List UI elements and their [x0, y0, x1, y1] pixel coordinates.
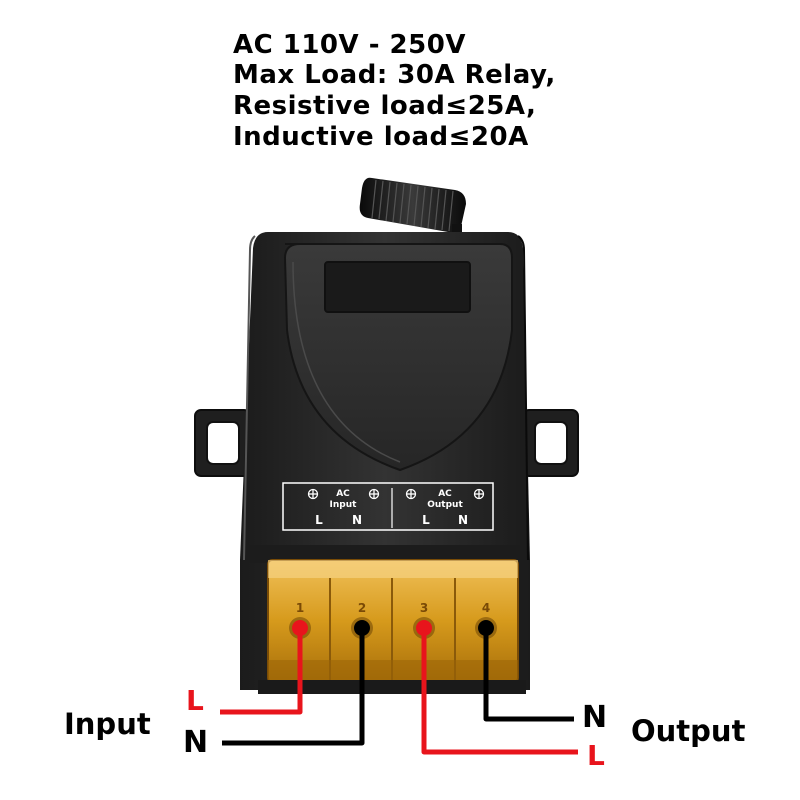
output-l-text: L — [422, 513, 430, 527]
output-live-wire — [416, 620, 578, 755]
spec-max-load: Max Load: 30A Relay, — [233, 60, 556, 90]
input-live-label: L — [186, 684, 204, 717]
input-live-wire — [220, 620, 308, 715]
terminal-number-4: 4 — [482, 601, 490, 615]
output-neutral-label: N — [582, 700, 608, 735]
output-live-label: L — [587, 739, 605, 772]
input-wires-label: Input — [64, 707, 151, 741]
mounting-ear-left — [194, 409, 251, 477]
mounting-ear-right — [522, 409, 579, 477]
spec-resistive-load: Resistive load≤25A, — [233, 91, 537, 121]
housing-base — [258, 680, 526, 694]
terminal-number-3: 3 — [420, 601, 428, 615]
spec-inductive-load: Inductive load≤20A — [233, 122, 529, 152]
terminal-label-panel: AC Input L N AC Output L N — [282, 482, 494, 531]
output-n-text: N — [458, 513, 468, 527]
screw-symbol-icon — [307, 488, 319, 500]
spec-voltage: AC 110V - 250V — [233, 30, 466, 60]
input-neutral-label: N — [183, 725, 209, 760]
output-title-text: Output — [427, 500, 463, 510]
screw-symbol-icon — [368, 488, 380, 500]
output-neutral-wire — [478, 620, 574, 722]
screw-symbol-icon — [473, 488, 485, 500]
input-ac-text: AC — [336, 489, 350, 499]
screw-symbol-icon — [405, 488, 417, 500]
terminal-number-1: 1 — [296, 601, 304, 615]
terminal-number-2: 2 — [358, 601, 366, 615]
antenna — [359, 177, 466, 242]
input-title-text: Input — [330, 500, 358, 510]
output-wires-label: Output — [631, 714, 746, 748]
terminal-block: 1 2 3 4 — [267, 559, 519, 683]
output-ac-text: AC — [438, 489, 452, 499]
input-n-text: N — [352, 513, 362, 527]
input-neutral-wire — [222, 620, 370, 746]
input-l-text: L — [315, 513, 323, 527]
